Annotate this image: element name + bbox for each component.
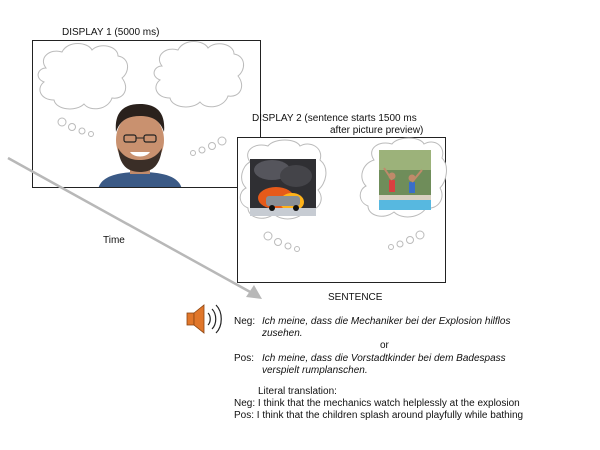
display2-title-line2: after picture preview) [330, 125, 424, 136]
pos-sentence-line1: Ich meine, dass die Vorstadtkinder bei d… [262, 353, 506, 364]
time-arrow [7, 156, 262, 299]
thought-bubble-right [153, 41, 244, 156]
pos-sentence-line2: verspielt rumplanschen. [262, 365, 368, 376]
neg-tag: Neg: [234, 316, 256, 327]
time-label: Time [103, 235, 125, 246]
translation-pos: Pos: I think that the children splash ar… [234, 410, 524, 421]
neg-sentence-line2: zusehen. [262, 328, 303, 339]
explosion-photo [250, 159, 316, 216]
pos-tag: Pos: [234, 353, 255, 364]
translation-heading: Literal translation: [258, 386, 337, 397]
display2-title-line1: DISPLAY 2 (sentence starts 1500 ms [252, 113, 417, 124]
display1-title: DISPLAY 1 (5000 ms) [62, 27, 160, 38]
swimming-photo [379, 150, 431, 210]
or-label: or [380, 340, 389, 351]
neg-sentence-line1: Ich meine, dass die Mechaniker bei der E… [262, 316, 511, 327]
sentence-label: SENTENCE [328, 292, 383, 303]
speaker-icon [186, 304, 222, 334]
thought-bubble-left [37, 43, 128, 137]
person-photo [98, 104, 182, 187]
translation-neg: Neg: I think that the mechanics watch he… [234, 398, 520, 409]
